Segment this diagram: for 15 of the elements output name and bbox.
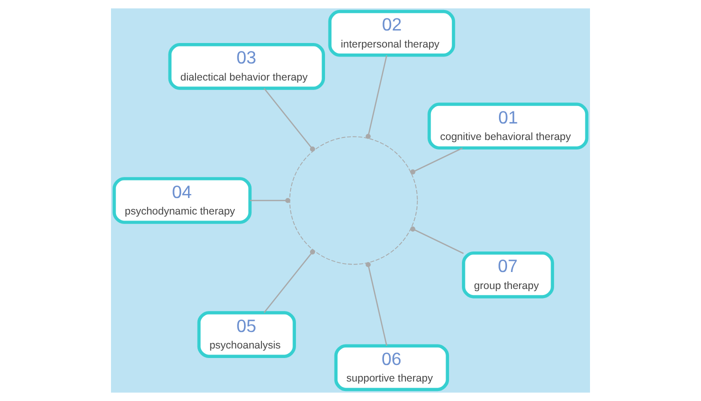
node-box: 06 supportive therapy: [334, 344, 450, 392]
node-box: 03 dialectical behavior therapy: [168, 43, 326, 90]
node-box: 04 psychodynamic therapy: [112, 177, 252, 224]
node-circle: [289, 136, 418, 265]
connector: [250, 198, 290, 204]
node-box: 05 psychoanalysis: [197, 311, 296, 358]
connector: [264, 249, 316, 313]
connector: [264, 88, 316, 152]
connector: [410, 147, 463, 174]
node-box: 02 interpersonal therapy: [328, 10, 456, 57]
connector: [410, 226, 464, 254]
connector: [366, 55, 388, 139]
node-box: 01 cognitive behavioral therapy: [428, 102, 588, 150]
node-box: 07 group therapy: [462, 251, 554, 298]
connector: [366, 262, 388, 346]
